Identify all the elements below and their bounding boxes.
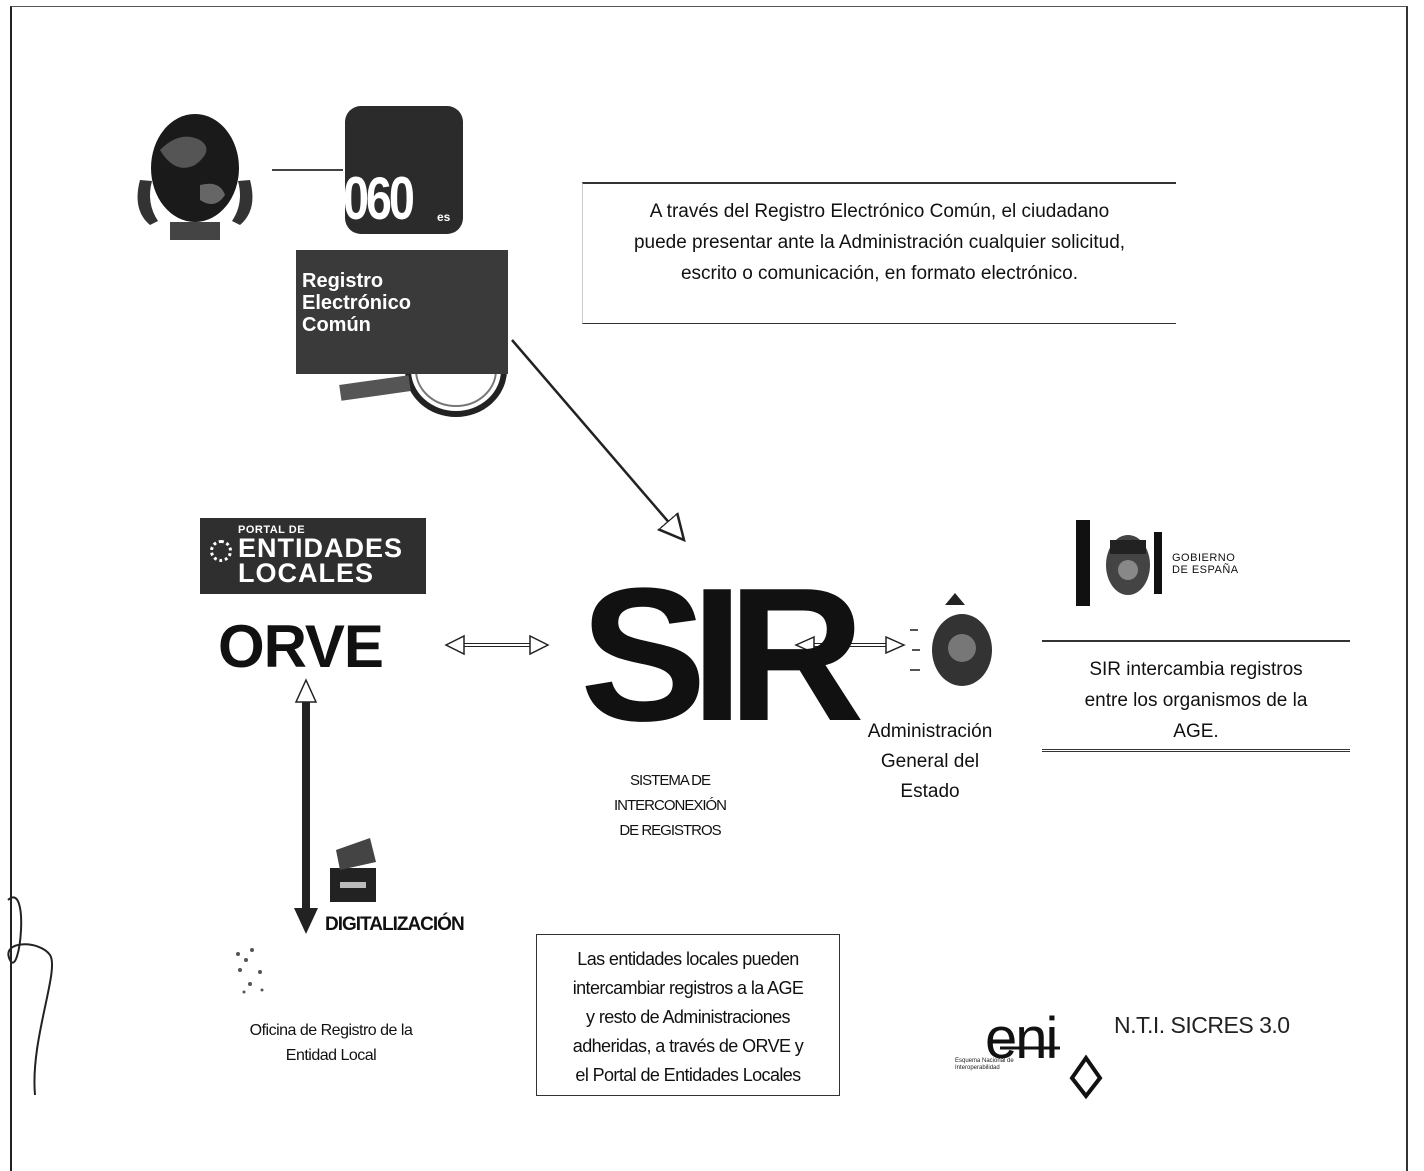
info-box-registro-line1: A través del Registro Electrónico Común,… <box>649 201 1110 222</box>
gobierno-espana-logo: GOBIERNO DE ESPAÑA <box>1172 552 1239 576</box>
info-box-age-line2: entre los organismos de la <box>1084 690 1308 711</box>
portal-line2: LOCALES <box>238 558 375 588</box>
admin-line1: Administración <box>867 721 993 742</box>
logo-060-number: 060 <box>345 165 415 232</box>
admin-line2: General del <box>880 751 980 772</box>
info-box-age-line1: SIR intercambia registros <box>1089 659 1303 680</box>
digitalizacion-label: DIGITALIZACIÓN <box>325 914 465 935</box>
sir-caption-line2: INTERCONEXIÓN <box>613 797 727 814</box>
oficina-caption: Oficina de Registro de la Entidad Local <box>218 1018 444 1068</box>
portal-entidades-locales-logo: PORTAL DE ENTIDADES LOCALES <box>200 518 426 594</box>
info-box-registro: A través del Registro Electrónico Común,… <box>582 182 1176 324</box>
registro-line1: Registro <box>302 270 384 292</box>
info-box-entidades-line2: intercambiar registros a la AGE <box>572 978 804 998</box>
eni-logo: eni <box>985 1006 1058 1071</box>
sir-caption: SISTEMA DE INTERCONEXIÓN DE REGISTROS <box>600 768 740 843</box>
nti-sicres-label: N.T.I. SICRES 3.0 <box>1114 1012 1290 1038</box>
info-box-entidades-line4: adheridas, a través de ORVE y <box>572 1036 804 1056</box>
registro-line3: Común <box>302 314 371 336</box>
info-box-entidades: Las entidades locales pueden intercambia… <box>536 934 840 1096</box>
portal-small: PORTAL DE <box>238 524 306 536</box>
info-box-entidades-line5: el Portal de Entidades Locales <box>575 1065 801 1085</box>
eni-sub1: Esquema Nacional de <box>955 1058 1014 1064</box>
oficina-line1: Oficina de Registro de la <box>249 1022 413 1039</box>
info-box-entidades-line3: y resto de Administraciones <box>586 1007 791 1027</box>
sir-caption-line3: DE REGISTROS <box>619 822 721 839</box>
logo-060: 060 es <box>345 106 463 234</box>
gobierno-line2: DE ESPAÑA <box>1172 564 1239 576</box>
registro-line2: Electrónico <box>302 292 411 314</box>
sun-icon <box>210 540 232 562</box>
info-box-registro-line3: escrito o comunicación, en formato elect… <box>680 263 1079 284</box>
portal-line1: ENTIDADES <box>238 533 404 563</box>
eni-subtitle: Esquema Nacional de Interoperabilidad <box>955 1058 1025 1072</box>
sir-caption-line1: SISTEMA DE <box>629 772 711 789</box>
sir-logo: SIR <box>580 549 865 761</box>
logo-060-suffix: es <box>437 210 451 224</box>
registro-electronico-logo: Registro Electrónico Común <box>296 250 508 374</box>
info-box-registro-line2: puede presentar ante la Administración c… <box>633 232 1126 253</box>
info-box-age: SIR intercambia registros entre los orga… <box>1042 640 1350 752</box>
oficina-line2: Entidad Local <box>285 1047 377 1064</box>
page-frame <box>10 6 1408 1171</box>
info-box-entidades-line1: Las entidades locales pueden <box>577 949 799 969</box>
admin-caption: Administración General del Estado <box>852 717 1008 807</box>
gobierno-line1: GOBIERNO <box>1172 552 1236 564</box>
admin-line3: Estado <box>900 781 960 802</box>
info-box-age-line3: AGE. <box>1173 721 1219 742</box>
eni-sub2: Interoperabilidad <box>955 1065 1000 1071</box>
orve-logo: ORVE <box>218 613 384 680</box>
